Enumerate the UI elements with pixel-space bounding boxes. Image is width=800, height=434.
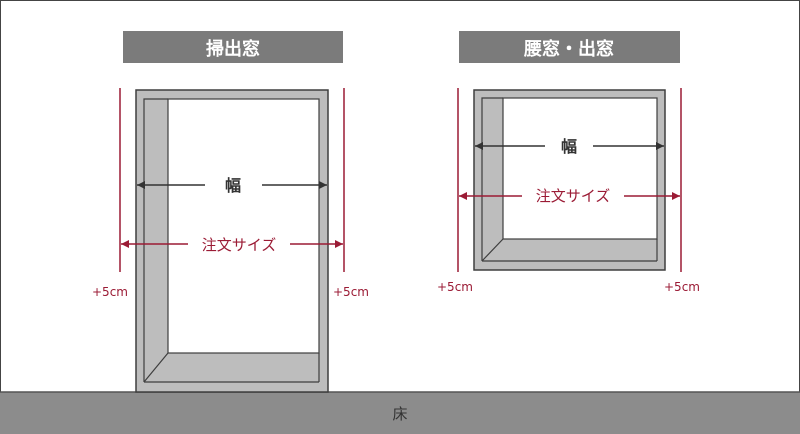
left-margin-label: +5cm [437, 280, 473, 294]
floor-label: 床 [392, 405, 407, 423]
width-label: 幅 [225, 176, 241, 195]
frame-corner-diagonal [143, 352, 169, 383]
order-size-label: 注文サイズ [536, 187, 611, 205]
frame-corner-diagonal [481, 238, 504, 262]
width-label: 幅 [561, 137, 577, 156]
right-margin-label: +5cm [664, 280, 700, 294]
floor [0, 392, 800, 434]
window-title-bar [459, 31, 680, 63]
left-margin-label: +5cm [92, 285, 128, 299]
window-sweep-out: 掃出窓 幅 注文サイズ +5cm +5cm [92, 31, 369, 393]
order-size-label: 注文サイズ [202, 236, 277, 254]
window-title-bar [123, 31, 343, 63]
frame-inner-edge [481, 97, 503, 261]
frame-inner-edge [143, 98, 168, 382]
window-opening [167, 98, 320, 354]
window-title: 腰窓・出窓 [523, 38, 614, 60]
window-title: 掃出窓 [206, 38, 260, 60]
window-waist-bay: 腰窓・出窓 幅 注文サイズ +5cm +5cm [437, 31, 700, 294]
window-opening [502, 97, 658, 240]
right-margin-label: +5cm [333, 285, 369, 299]
